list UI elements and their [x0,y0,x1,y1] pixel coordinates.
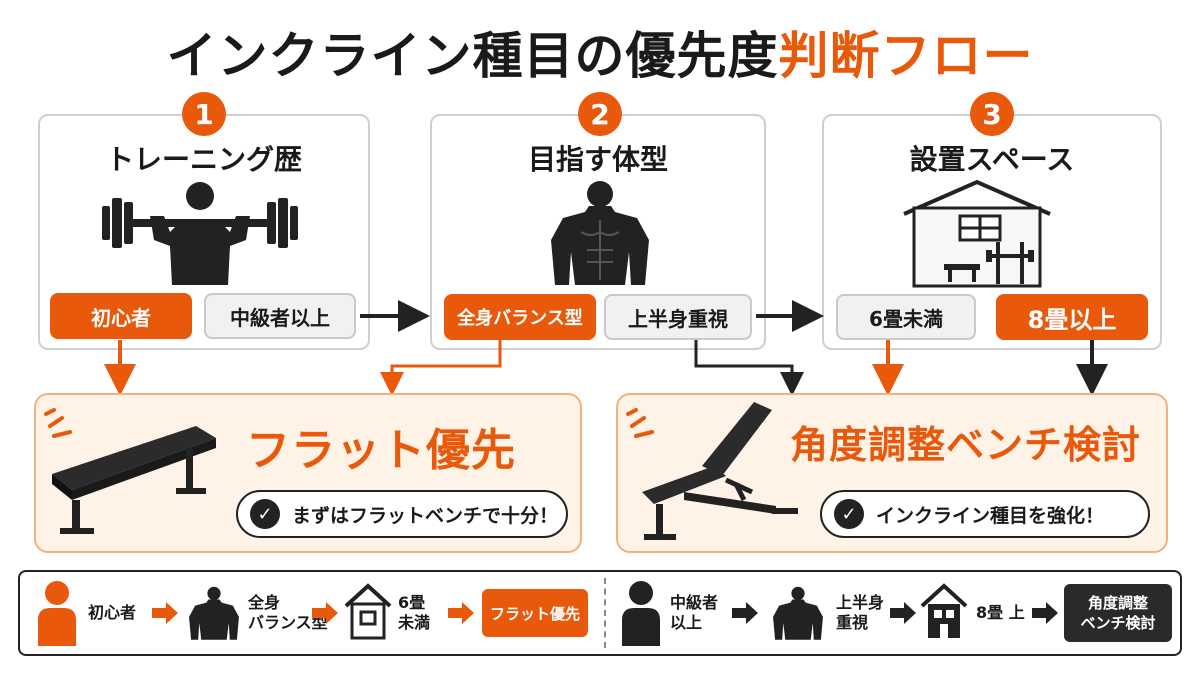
summary-left-space: 6畳 未満 [398,593,430,633]
step-3-number: 3 [970,92,1014,136]
summary-left-beginner: 初心者 [88,603,137,622]
emphasis-icon [626,408,654,438]
arrow-right-icon [732,602,758,624]
result-adjustable-note-text: インクライン種目を強化！ [876,504,1105,527]
arrow-right-icon [1032,602,1058,624]
house-icon [920,583,968,638]
result-flat-note: ✓ まずはフラットベンチで十分！ [236,490,568,538]
option-beginner[interactable]: 初心者 [50,293,192,339]
step-3-title: 設置スペース [909,143,1075,176]
torso-icon [551,181,649,285]
arrow-right-icon [152,602,178,624]
title-accent: 判断フロー [778,27,1034,85]
arrow-right-icon [448,602,474,624]
summary-right-result: 角度調整 ベンチ検討 [1064,584,1172,642]
summary-left-fullbody-1: 全身 [248,593,281,612]
summary-right-intermediate-1: 中級者 [670,593,719,612]
summary-right-upper-2: 重視 [836,613,869,632]
title-main: インクライン種目の優先度 [166,27,779,85]
result-flat-title: フラット優先 [246,425,516,476]
adjustable-bench-icon [642,402,798,540]
torso-icon [773,586,823,640]
summary-left-fullbody-2: バランス型 [248,613,328,632]
arrow-right-icon [890,602,916,624]
summary-divider [604,578,606,648]
option-upper-body[interactable]: 上半身重視 [604,294,752,340]
summary-right-upper-1: 上半身 [836,593,885,612]
summary-left-fullbody: 全身 バランス型 [248,593,328,633]
flat-bench-icon [52,426,216,534]
summary-left-space-1: 6畳 [398,593,426,612]
flow-arrows [104,300,1108,396]
summary-right-result-1: 角度調整 [1087,594,1148,612]
step-2-number: 2 [578,92,622,136]
summary-left-space-2: 未満 [398,613,431,632]
house-icon [344,583,392,640]
person-icon [38,581,76,646]
step-1-title: トレーニング歴 [105,143,302,176]
step-1-number: 1 [182,92,226,136]
check-icon: ✓ [834,499,864,529]
option-full-body[interactable]: 全身バランス型 [444,294,596,340]
result-adjustable-title: 角度調整ベンチ検討 [790,423,1142,467]
summary-right-space: 8畳 上 [976,603,1025,622]
lifter-icon [102,182,298,285]
result-adjustable-note: ✓ インクライン種目を強化！ [820,490,1150,538]
option-intermediate[interactable]: 中級者以上 [204,293,356,339]
summary-right-result-2: ベンチ検討 [1080,614,1156,632]
arrow-right-icon [312,602,338,624]
result-flat-note-text: まずはフラットベンチで十分！ [292,504,559,527]
option-under-6[interactable]: 6畳未満 [836,294,976,340]
option-8-plus[interactable]: 8畳以上 [996,294,1148,340]
torso-icon [189,586,239,640]
page-title: インクライン種目の優先度判断フロー [0,16,1200,88]
summary-right-upper: 上半身 重視 [836,593,884,633]
check-icon: ✓ [250,499,280,529]
home-gym-icon [903,179,1051,288]
emphasis-icon [44,408,72,438]
person-icon [622,581,660,646]
summary-right-intermediate-2: 以上 [670,613,703,632]
summary-left-result: フラット優先 [482,589,588,637]
summary-right-intermediate: 中級者 以上 [670,593,718,633]
step-2-title: 目指す体型 [527,143,668,176]
